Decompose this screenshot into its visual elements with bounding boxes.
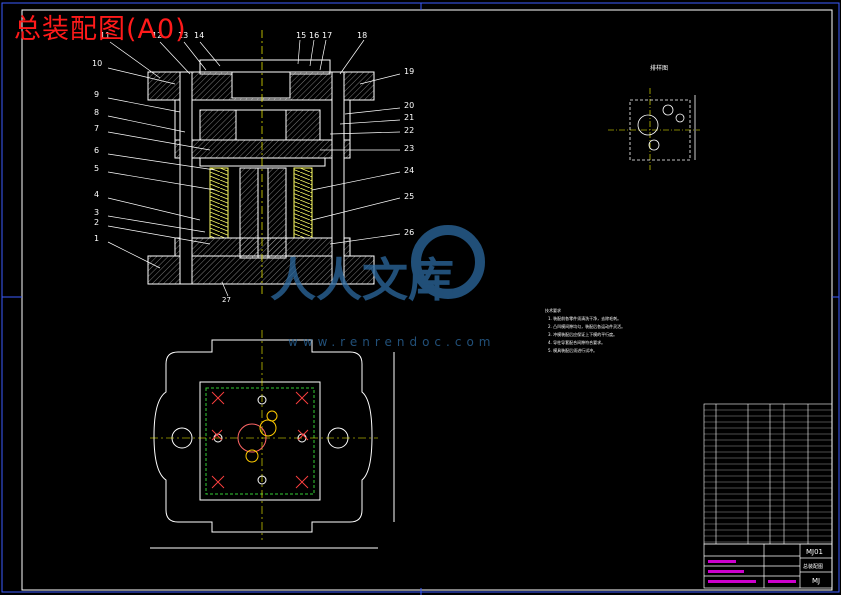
part-label: 9 xyxy=(94,90,99,99)
part-label: 11 xyxy=(100,31,110,40)
part-label: 17 xyxy=(322,31,332,40)
leaders-right xyxy=(311,73,401,245)
part-label: 15 xyxy=(296,31,306,40)
part-label: 12 xyxy=(152,31,162,40)
part-label: 14 xyxy=(194,31,204,40)
part-labels-right: 19 20 21 22 23 24 25 26 xyxy=(404,67,414,237)
part-label: 16 xyxy=(309,31,319,40)
drawing-number: MJ01 xyxy=(806,548,823,556)
tech-requirement-line: 4. 导柱导套配合间隙符合要求。 xyxy=(548,339,605,345)
detail-view-label: 排样图 xyxy=(650,64,668,72)
part-label-bottom: 27 xyxy=(222,296,231,304)
part-label: 18 xyxy=(357,31,367,40)
part-label: 8 xyxy=(94,108,99,117)
leaders-top xyxy=(109,39,365,79)
section-view xyxy=(147,59,375,285)
tech-requirements-heading: 技术要求 xyxy=(545,307,561,313)
drawing-code: MJ xyxy=(812,577,820,585)
plan-view-bolts xyxy=(211,391,309,489)
part-label: 4 xyxy=(94,190,99,199)
part-label: 3 xyxy=(94,208,99,217)
part-label: 6 xyxy=(94,146,99,155)
part-label: 10 xyxy=(92,59,102,68)
watermark-text: 人人文库 xyxy=(270,253,454,307)
leader-bottom xyxy=(221,281,229,297)
parts-list xyxy=(703,403,833,545)
page-title: 总装配图(A0) xyxy=(14,14,187,45)
inner-frame xyxy=(21,9,833,591)
tech-requirement-line: 5. 模具装配后须进行试冲。 xyxy=(548,347,597,353)
parts-list-rows xyxy=(704,409,832,543)
watermark-url: www.renrendoc.com xyxy=(288,335,495,349)
leaders-left xyxy=(107,67,216,269)
title-block xyxy=(703,543,833,589)
part-label: 20 xyxy=(404,101,414,110)
tech-requirements: 技术要求 1. 装配前各零件须清洗干净，去除毛刺。 2. 凸凹模间隙均匀，装配后… xyxy=(545,307,625,353)
tech-requirement-line: 3. 冲模装配后应保证上下模的平行度。 xyxy=(548,331,617,337)
part-label: 2 xyxy=(94,218,99,227)
part-label: 24 xyxy=(404,166,414,175)
watermark: 人人文库 www.renrendoc.com xyxy=(270,225,495,349)
drawing-name: 总装配图 xyxy=(803,563,823,570)
part-label: 22 xyxy=(404,126,414,135)
part-labels-top: 11 12 13 14 15 16 17 18 xyxy=(100,31,367,40)
tech-requirement-line: 2. 凸凹模间隙均匀，装配后各运动件灵活。 xyxy=(548,323,625,329)
title-block-hatch xyxy=(708,560,796,583)
tech-requirement-line: 1. 装配前各零件须清洗干净，去除毛刺。 xyxy=(548,315,621,321)
part-label: 13 xyxy=(178,31,188,40)
part-label: 25 xyxy=(404,192,414,201)
part-label: 19 xyxy=(404,67,414,76)
part-label: 1 xyxy=(94,234,99,243)
plan-view xyxy=(150,330,395,549)
part-label: 23 xyxy=(404,144,414,153)
part-label: 7 xyxy=(94,124,99,133)
part-label: 5 xyxy=(94,164,99,173)
part-label: 26 xyxy=(404,228,414,237)
strip-layout-detail xyxy=(608,88,700,170)
part-label: 21 xyxy=(404,113,414,122)
part-labels-left: 10 9 8 7 6 5 4 3 2 1 xyxy=(92,59,102,243)
